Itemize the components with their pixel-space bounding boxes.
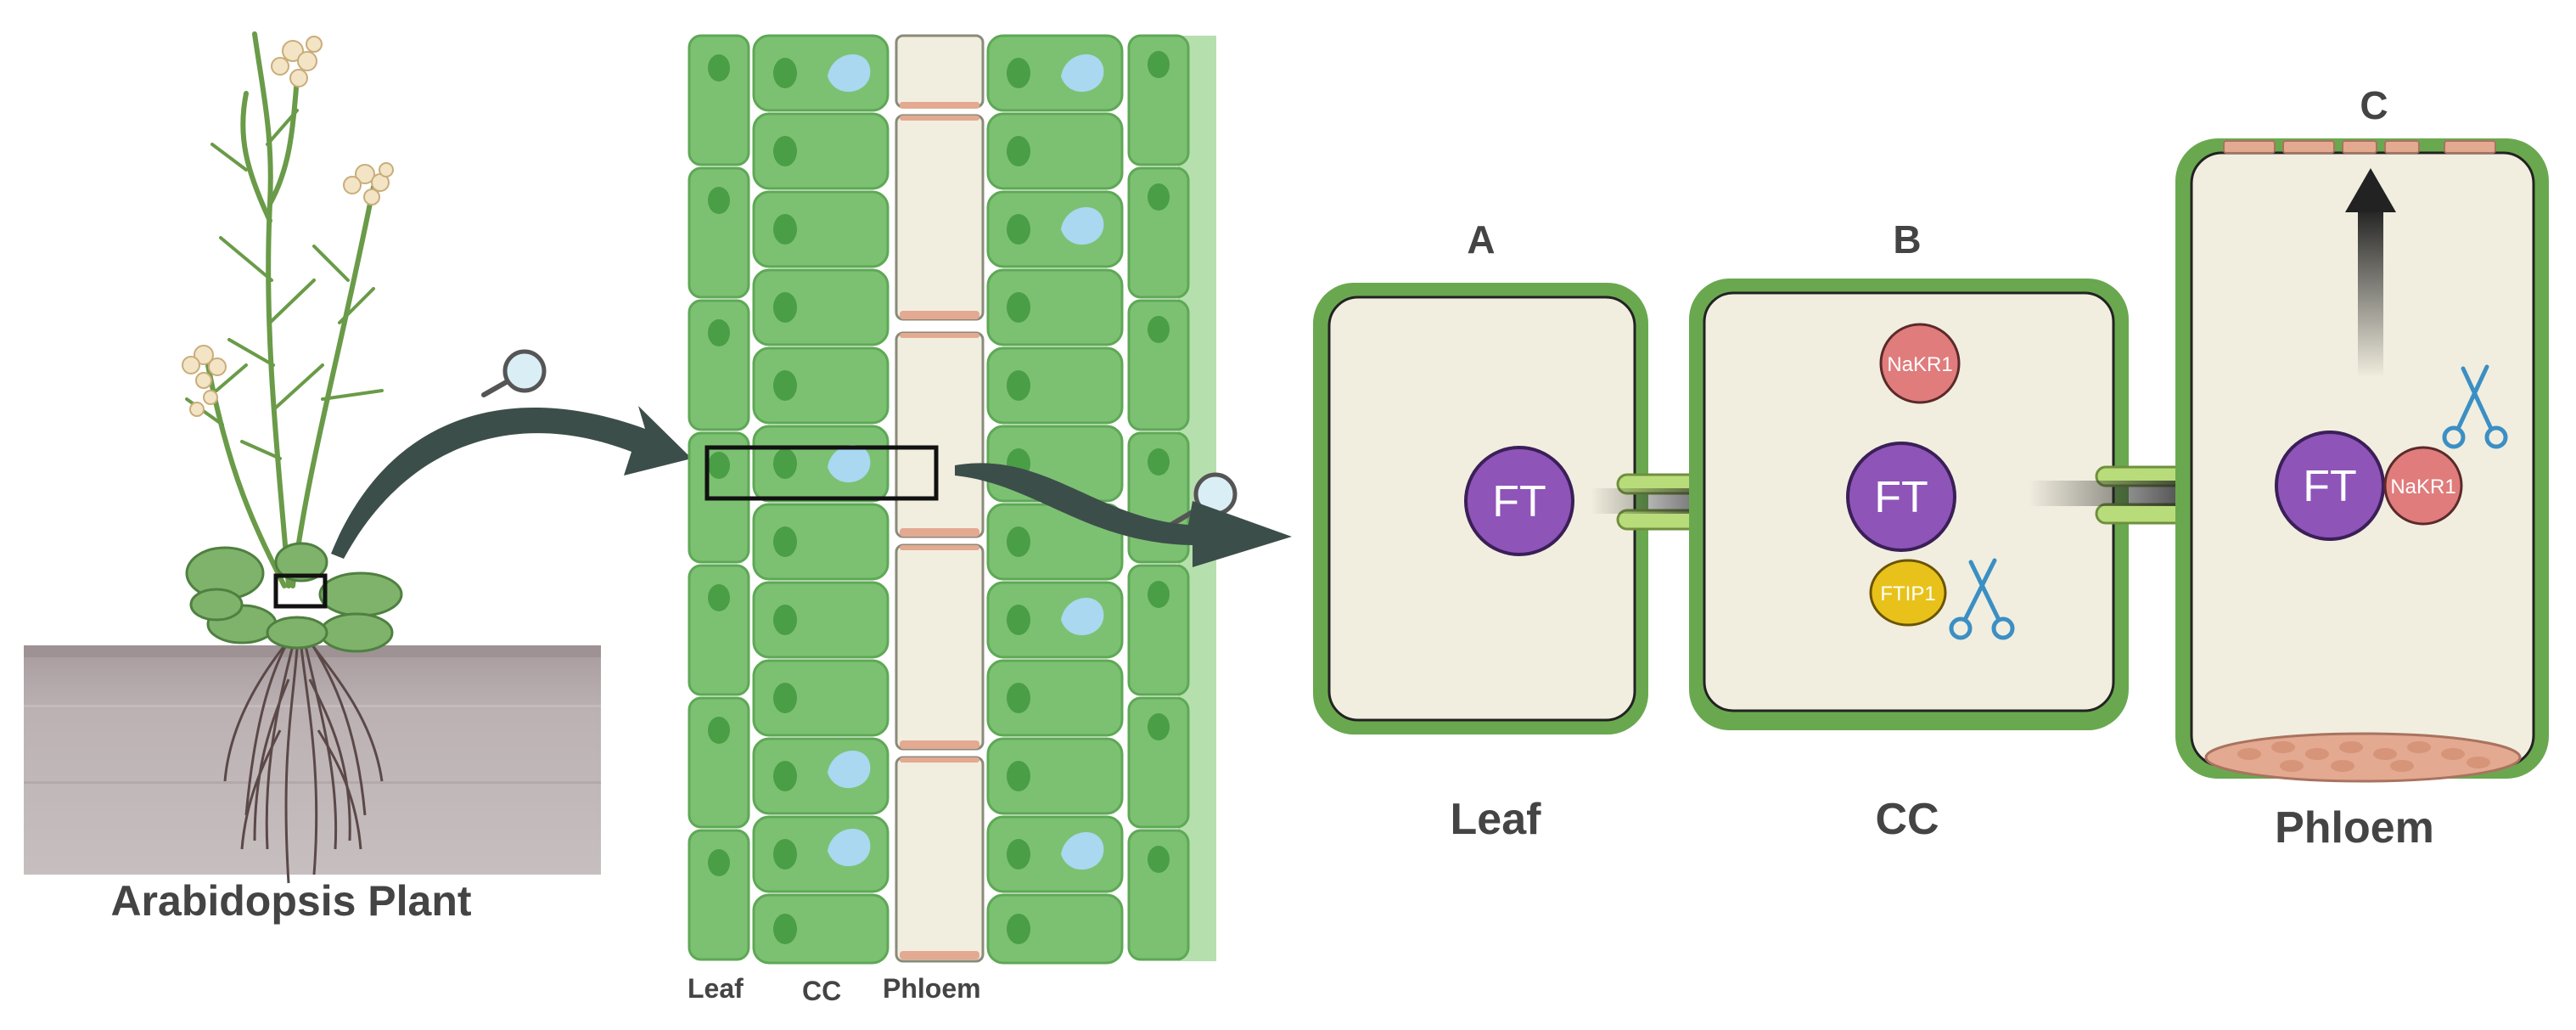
flower-clusters xyxy=(182,36,394,417)
cell-c-phloem: C Phloem FT NaKR1 xyxy=(2175,83,2549,853)
magnifier-icon xyxy=(481,349,547,397)
tissue-section: Leaf CC Phloem xyxy=(687,34,1216,1006)
cell-a-caption: Leaf xyxy=(1451,795,1542,844)
sieve-plate-top xyxy=(2223,140,2496,154)
cell-b-caption: CC xyxy=(1875,795,1939,844)
ftip1-protein: FTIP1 xyxy=(1869,559,1947,627)
tissue-zoom-box xyxy=(704,445,939,501)
roots xyxy=(223,623,384,884)
phloem-column xyxy=(895,34,985,963)
arrow-icon xyxy=(2345,168,2396,378)
nakr1-protein-c: NaKR1 xyxy=(2383,446,2463,526)
nakr1-protein-b: NaKR1 xyxy=(1879,323,1961,404)
plant-caption: Arabidopsis Plant xyxy=(110,877,471,925)
ft-protein-b: FT xyxy=(1846,442,1956,552)
stems xyxy=(205,31,376,588)
ft-label-b: FT xyxy=(1874,473,1928,522)
ft-label-a: FT xyxy=(1492,477,1546,526)
cell-a-leaf: A Leaf FT xyxy=(1313,217,1648,844)
sieve-plates-tissue xyxy=(900,102,979,960)
arrow-icon xyxy=(331,406,692,559)
arabidopsis-plant xyxy=(24,31,601,884)
zoom-box xyxy=(273,573,328,609)
cell-b-letter: B xyxy=(1893,217,1921,262)
arrow-icon xyxy=(955,463,1292,567)
cell-c-letter: C xyxy=(2360,83,2388,127)
nakr1-label-b: NaKR1 xyxy=(1887,353,1952,376)
vacuoles-cc xyxy=(828,53,871,867)
ftip1-label: FTIP1 xyxy=(1880,583,1935,605)
scissors-icon xyxy=(1949,558,2015,640)
tissue-label-phloem: Phloem xyxy=(883,973,981,1004)
ft-protein-a: FT xyxy=(1464,446,1574,556)
scissors-icon xyxy=(2442,364,2508,449)
tissue-label-cc: CC xyxy=(802,976,841,1006)
ft-label-c: FT xyxy=(2303,462,2357,511)
tissue-label-leaf: Leaf xyxy=(687,973,744,1004)
nakr1-label-c: NaKR1 xyxy=(2390,476,2455,498)
rosette xyxy=(185,542,403,653)
ft-protein-c: FT xyxy=(2275,431,2385,541)
cell-b-cc: B CC NaKR1 FT FTIP1 xyxy=(1689,217,2129,844)
stem-leaves xyxy=(185,109,384,460)
cell-c-caption: Phloem xyxy=(2275,803,2434,853)
sieve-plate-bottom xyxy=(2204,732,2522,783)
cell-a-letter: A xyxy=(1467,217,1495,262)
